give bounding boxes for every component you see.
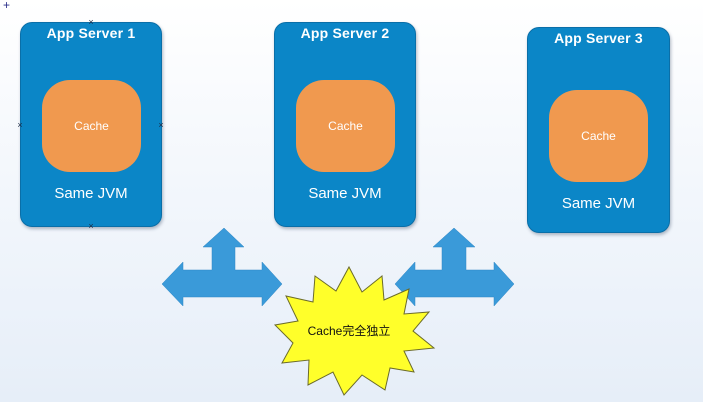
app-server-1-cache[interactable]: Cache xyxy=(42,80,141,172)
selection-handle-top-icon[interactable]: × xyxy=(88,17,94,27)
app-server-3-jvm-label: Same JVM xyxy=(561,195,636,212)
app-server-1-jvm-label: Same JVM xyxy=(54,185,128,202)
app-server-1[interactable]: App Server 1 Cache Same JVM × × × × xyxy=(17,18,164,231)
app-server-1-title: App Server 1 xyxy=(46,25,136,41)
app-server-2-cache[interactable]: Cache xyxy=(296,80,395,172)
selection-handle-left-icon[interactable]: × xyxy=(17,120,23,130)
selection-handle-bottom-icon[interactable]: × xyxy=(88,221,94,231)
app-server-2[interactable]: App Server 2 Cache Same JVM xyxy=(274,22,416,227)
app-server-3-cache[interactable]: Cache xyxy=(549,90,648,182)
app-server-2-cache-label: Cache xyxy=(328,119,363,133)
corner-plus-icon: + xyxy=(3,0,11,12)
app-server-3-cache-label: Cache xyxy=(581,129,616,143)
starburst-callout-shape[interactable] xyxy=(273,265,436,396)
app-server-1-cache-label: Cache xyxy=(74,119,109,133)
selection-handle-right-icon[interactable]: × xyxy=(158,120,164,130)
app-server-2-title: App Server 2 xyxy=(300,25,390,41)
right-tee-arrow-icon[interactable] xyxy=(394,227,515,307)
starburst-callout-label: Cache完全独立 xyxy=(307,324,391,338)
app-server-2-jvm-label: Same JVM xyxy=(308,185,382,202)
app-server-3[interactable]: App Server 3 Cache Same JVM xyxy=(527,27,670,233)
app-server-3-title: App Server 3 xyxy=(554,30,643,46)
left-tee-arrow-icon[interactable] xyxy=(161,227,283,307)
